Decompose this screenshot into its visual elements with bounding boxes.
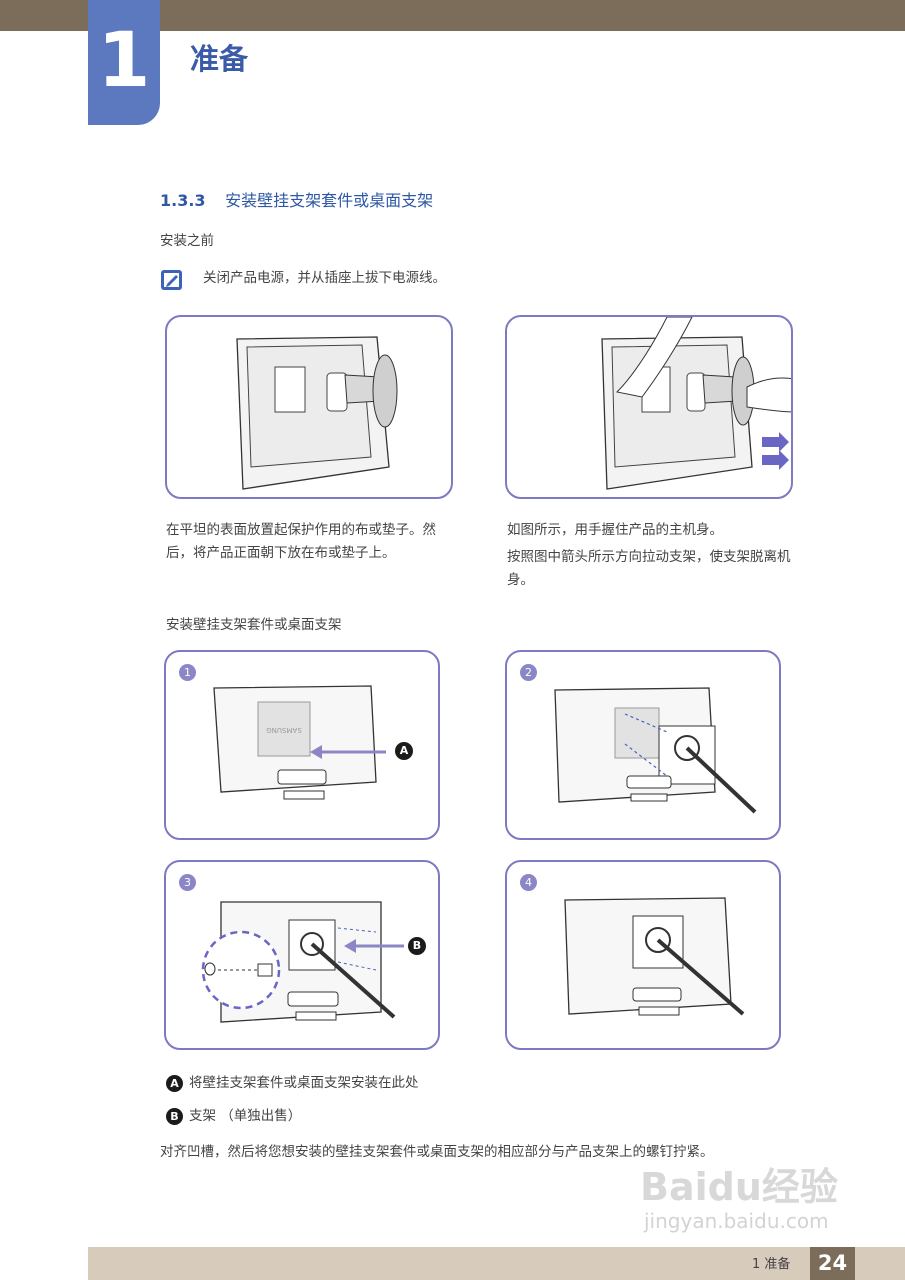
legend-a-text: 将壁挂支架套件或桌面支架安装在此处 — [189, 1075, 419, 1091]
panel-face-down — [165, 315, 453, 499]
step-2-illustration — [554, 687, 757, 814]
panel-step-3: 3 B — [164, 860, 440, 1050]
section-title: 安装壁挂支架套件或桌面支架 — [225, 191, 434, 210]
pull-stand-illustration — [601, 317, 791, 490]
install-label: 安装壁挂支架套件或桌面支架 — [166, 617, 342, 633]
monitor-back-illustration — [236, 336, 398, 490]
watermark-url: jingyan.baidu.com — [644, 1209, 829, 1233]
left-caption-line-2: 后，将产品正面朝下放在布或垫子上。 — [166, 545, 396, 561]
note-pencil-icon — [161, 270, 182, 290]
step-1-illustration: SAMSUNG — [213, 685, 386, 800]
step-4-illustration — [564, 897, 745, 1016]
closing-text: 对齐凹槽，然后将您想安装的壁挂支架套件或桌面支架的相应部分与产品支架上的螺钉拧紧… — [160, 1144, 714, 1160]
footer-bar — [88, 1247, 905, 1280]
step-number-3: 3 — [179, 874, 196, 891]
page-number: 24 — [810, 1247, 855, 1280]
chapter-title: 准备 — [190, 42, 249, 76]
left-caption-line-1: 在平坦的表面放置起保护作用的布或垫子。然 — [166, 522, 436, 538]
step-3-illustration — [201, 901, 404, 1023]
step-number-4: 4 — [520, 874, 537, 891]
panel-pull-stand — [505, 315, 793, 499]
panel-step-1: SAMSUNG 1 A — [164, 650, 440, 840]
legend-b-text: 支架 （单独出售） — [189, 1108, 302, 1124]
section-heading: 1.3.3 安装壁挂支架套件或桌面支架 — [160, 187, 433, 211]
step-number-1: 1 — [179, 664, 196, 681]
legend-b-badge: B — [166, 1108, 183, 1125]
legend-a-badge: A — [166, 1075, 183, 1092]
step-number-2: 2 — [520, 664, 537, 681]
chapter-number: 1 — [88, 0, 160, 125]
callout-a: A — [395, 742, 413, 760]
right-caption-line-1: 如图所示，用手握住产品的主机身。 — [507, 522, 723, 538]
watermark-brand: Baidu经验 — [640, 1165, 838, 1209]
callout-b: B — [408, 937, 426, 955]
note-text: 关闭产品电源，并从插座上拔下电源线。 — [203, 270, 446, 286]
panel-step-2: 2 — [505, 650, 781, 840]
panel-step-4: 4 — [505, 860, 781, 1050]
baidu-watermark: Baidu经验 jingyan.baidu.com — [640, 1165, 860, 1245]
right-caption-line-3: 身。 — [507, 572, 534, 588]
right-caption-line-2: 按照图中箭头所示方向拉动支架，使支架脱离机 — [507, 549, 791, 565]
legend-b: B 支架 （单独出售） — [166, 1104, 301, 1128]
panel-logo: SAMSUNG — [266, 726, 302, 734]
legend-a: A 将壁挂支架套件或桌面支架安装在此处 — [166, 1071, 419, 1095]
section-number: 1.3.3 — [160, 191, 206, 210]
footer-label: 1 准备 — [752, 1257, 791, 1272]
before-label: 安装之前 — [160, 233, 214, 249]
